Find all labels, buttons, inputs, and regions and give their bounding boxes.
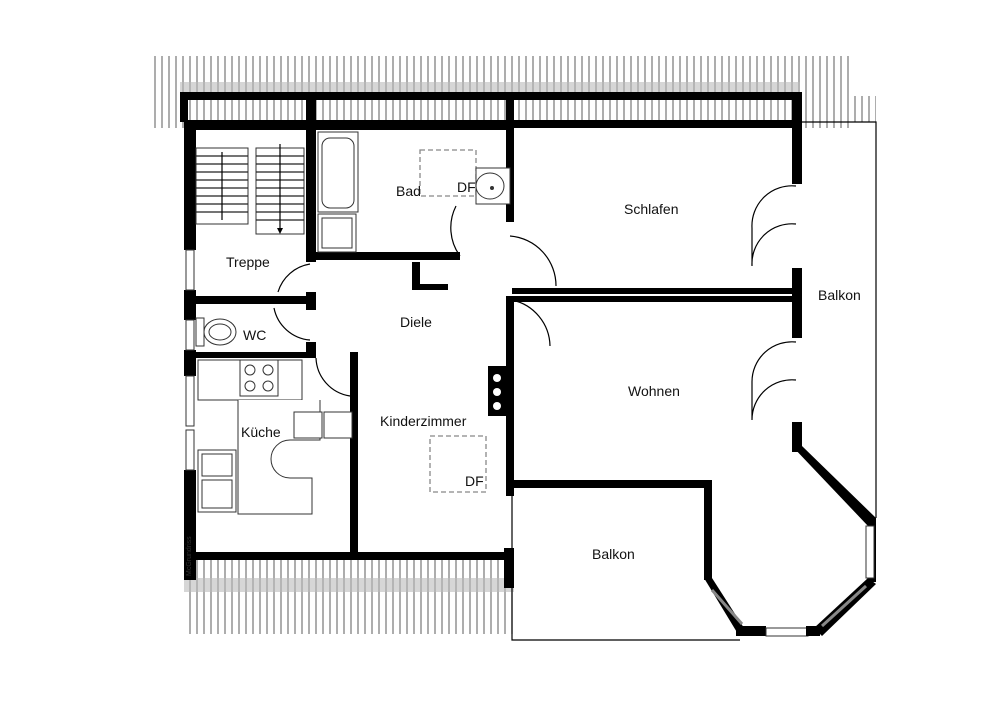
interior-walls <box>186 92 802 580</box>
kitchen-fixtures <box>197 359 353 515</box>
room-label-wc: WC <box>243 327 266 343</box>
room-label-kinderzimmer: Kinderzimmer <box>380 413 467 429</box>
balcony-outlines <box>511 121 877 641</box>
skylight-label-kinderzimmer: DF <box>465 473 484 489</box>
wc-fixture <box>195 317 237 347</box>
bay-window <box>704 525 876 637</box>
room-label-balkon-east: Balkon <box>818 287 861 303</box>
roof-bottom <box>184 556 514 634</box>
utility-box <box>488 366 506 416</box>
west-windows <box>185 249 195 471</box>
room-label-bad: Bad <box>396 183 421 199</box>
stairs <box>195 144 305 235</box>
room-label-treppe: Treppe <box>226 254 270 270</box>
room-label-kueche: Küche <box>241 424 281 440</box>
room-label-diele: Diele <box>400 314 432 330</box>
skylight-label-bad: DF <box>457 179 476 195</box>
room-label-balkon-south: Balkon <box>592 546 635 562</box>
room-label-wohnen: Wohnen <box>628 383 680 399</box>
outer-walls <box>180 92 876 588</box>
watermark: McGrundriss <box>186 536 193 576</box>
bath-fixtures <box>317 131 511 253</box>
room-label-schlafen: Schlafen <box>624 201 678 217</box>
doors <box>273 185 797 421</box>
skylight-kinderzimmer <box>429 435 487 493</box>
